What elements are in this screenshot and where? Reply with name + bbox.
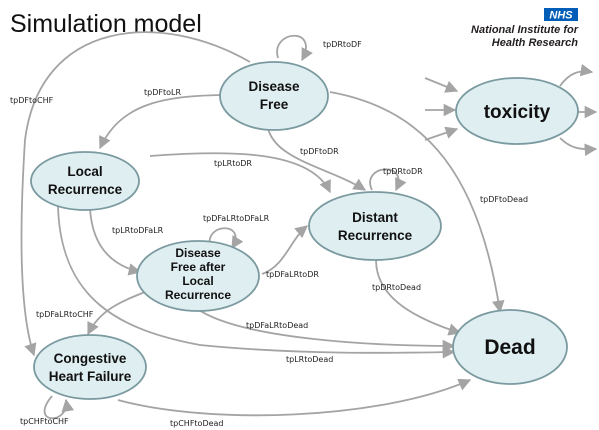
label-LRtoDFaLR: tpLRtoDFaLR (112, 226, 164, 235)
edge-df-to-dead (329, 91, 505, 314)
label-CHFtoCHF: tpCHFtoCHF (20, 417, 69, 426)
node-distant-recurrence: Distant Recurrence (308, 191, 442, 261)
node-dfalr-line4: Recurrence (165, 288, 231, 302)
node-congestive-heart-failure: Congestive Heart Failure (33, 334, 147, 400)
label-DFtoCHF: tpDFtoCHF (10, 96, 54, 105)
nhs-badge (544, 8, 578, 21)
edge-lr-to-dfalr (89, 207, 142, 276)
edge-df-self (276, 34, 313, 62)
label-DFaLRtoDead: tpDFaLRtoDead (246, 321, 308, 330)
label-LRtoDR: tpLRtoDR (214, 159, 252, 168)
node-dfalr-line2: Free after (171, 260, 226, 274)
tox-arrow-in-3 (424, 126, 459, 141)
edge-lr-to-dead (57, 204, 456, 359)
edge-chf-self (43, 395, 74, 420)
edge-dfalr-to-dr (261, 225, 308, 275)
label-DFaLRtoDFaLR: tpDFaLRtoDFaLR (203, 214, 270, 223)
edge-chf-to-dead (117, 378, 472, 417)
edge-dfalr-self (208, 227, 244, 250)
node-toxicity-label: toxicity (484, 102, 551, 123)
node-disease-free: Disease Free (219, 61, 329, 131)
edge-dr-to-dead (375, 259, 462, 336)
node-dead-label: Dead (484, 336, 535, 359)
node-distant-recurrence-line1: Distant (352, 210, 398, 225)
edge-dr-self (369, 168, 407, 192)
tox-arrow-out-3 (559, 137, 598, 156)
label-DFtoDF: tpDRtoDF (323, 40, 362, 49)
node-toxicity: toxicity (455, 77, 579, 145)
label-LRtoDead: tpLRtoDead (286, 355, 333, 364)
label-CHFtoDead: tpCHFtoDead (170, 419, 224, 428)
node-local-recurrence-line2: Recurrence (48, 182, 123, 197)
edge-dfalr-to-dead (195, 307, 456, 353)
edge-df-to-lr (99, 94, 223, 150)
edge-df-to-dr (267, 127, 367, 191)
node-chf-line2: Heart Failure (49, 369, 132, 384)
edge-lr-to-dr (149, 152, 331, 194)
node-local-recurrence: Local Recurrence (30, 151, 140, 211)
node-chf-line1: Congestive (54, 351, 127, 366)
node-dfalr-line3: Local (182, 274, 213, 288)
tox-arrow-out-1 (559, 63, 594, 87)
node-local-recurrence-line1: Local (67, 164, 102, 179)
label-DRtoDead: tpDRtoDead (372, 283, 421, 292)
node-dead: Dead (452, 309, 568, 385)
label-DRtoDR: tpDRtoDR (383, 167, 423, 176)
logo-line2: Health Research (492, 37, 578, 49)
node-disease-free-line1: Disease (248, 79, 300, 94)
label-DFtoDR: tpDFtoDR (300, 147, 339, 156)
node-disease-free-after-local-recurrence: Disease Free after Local Recurrence (136, 240, 260, 312)
tox-arrow-in-1 (424, 77, 459, 93)
edge-dfalr-to-chf (87, 291, 146, 336)
node-dfalr-line1: Disease (175, 246, 221, 260)
node-distant-recurrence-line2: Recurrence (338, 228, 413, 243)
node-disease-free-line2: Free (260, 97, 289, 112)
edge-df-to-chf (20, 31, 251, 357)
label-DFtoDead: tpDFtoDead (480, 195, 528, 204)
nihr-logo: NHS National Institute for Health Resear… (471, 8, 579, 49)
logo-line1: National Institute for (471, 24, 579, 36)
nhs-badge-text: NHS (549, 10, 573, 22)
label-DFaLRtoDR: tpDFaLRtoDR (266, 270, 319, 279)
label-DFtoLR: tpDFtoLR (144, 88, 181, 97)
label-DFaLRtoCHF: tpDFaLRtoCHF (36, 310, 94, 319)
